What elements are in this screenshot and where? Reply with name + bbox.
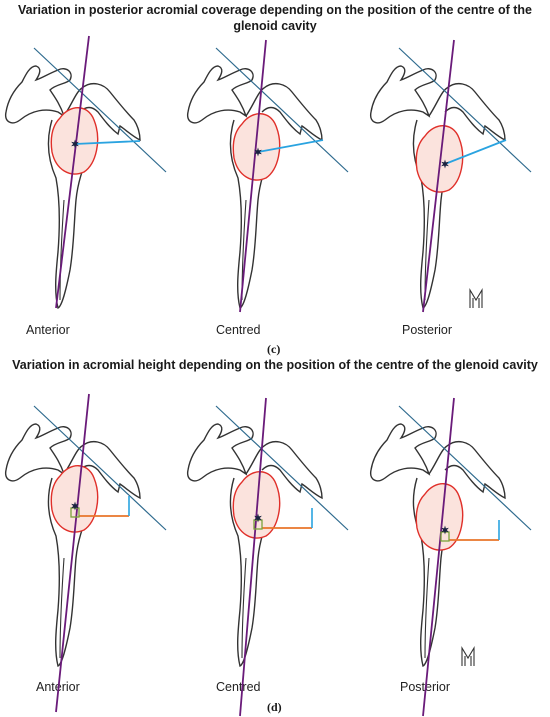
acromial-line-d-posterior [398,405,532,531]
glenoid-centre-star-c-centred [254,147,262,157]
scapula-c-anterior [5,65,141,310]
acromial-line-d-centred [215,405,349,531]
acromion-outline [63,82,141,142]
coracoid-outline [5,65,72,124]
scapula-d-posterior [370,423,506,668]
scapula-body-outline [47,477,91,668]
panel-c-label: (c) [267,342,281,356]
acromial-line-d-anterior [33,405,167,531]
acromion-outline [245,82,323,142]
acromial-line-c-posterior [398,47,532,173]
coracoid-outline [5,423,72,482]
glenoid-centre-star-d-anterior [71,501,79,511]
glenoid-cavity [50,465,99,533]
panel-d-label: (d) [267,700,282,714]
scapula-body-outline [229,477,273,668]
glenoid-cavity [415,125,464,193]
glenoid-centre-star-d-centred [254,513,262,523]
scapula-inner-line [424,557,430,659]
glenoid-cavity [50,107,99,175]
coracoid-outline [187,65,254,124]
glenoid-axis-c-centred [239,39,267,313]
scapula-inner-line [59,199,65,301]
glenoid-axis-c-posterior [422,39,455,313]
coverage-segment-c-posterior [444,139,507,165]
signature-mark-d [461,646,475,666]
panel-c-title: Variation in posterior acromial coverage… [18,3,532,33]
acromial-line-c-centred [215,47,349,173]
coverage-segment-c-anterior [74,140,141,145]
caption-anterior-c: Anterior [26,323,70,337]
coverage-segment-c-centred [257,139,324,153]
scapula-body-outline [47,119,91,310]
glenoid-cavity [415,483,464,551]
glenoid-axis-d-centred [239,397,267,717]
scapula-inner-line [59,557,65,659]
glenoid-centre-star-c-anterior [71,139,79,149]
acromial-line-c-anterior [33,47,167,173]
glenoid-axis-d-anterior [55,393,90,713]
scapula-c-centred [187,65,323,310]
caption-posterior-c: Posterior [402,323,453,337]
glenoid-centre-star-c-posterior [441,159,449,169]
acromion-outline [245,440,323,500]
coracoid-outline [370,65,437,124]
glenoid-axis-d-posterior [422,397,455,717]
signature-mark-c [469,288,483,308]
caption-centred-d: Centred [216,680,261,694]
scapula-inner-line [241,557,247,659]
glenoid-centre-star-d-posterior [441,525,449,535]
acromion-outline [63,440,141,500]
caption-centred-c: Centred [216,323,261,337]
acromion-outline [428,82,506,142]
coracoid-outline [370,423,437,482]
glenoid-axis-c-anterior [55,35,90,309]
coracoid-outline [187,423,254,482]
panel-d-title: Variation in acromial height depending o… [12,358,538,372]
